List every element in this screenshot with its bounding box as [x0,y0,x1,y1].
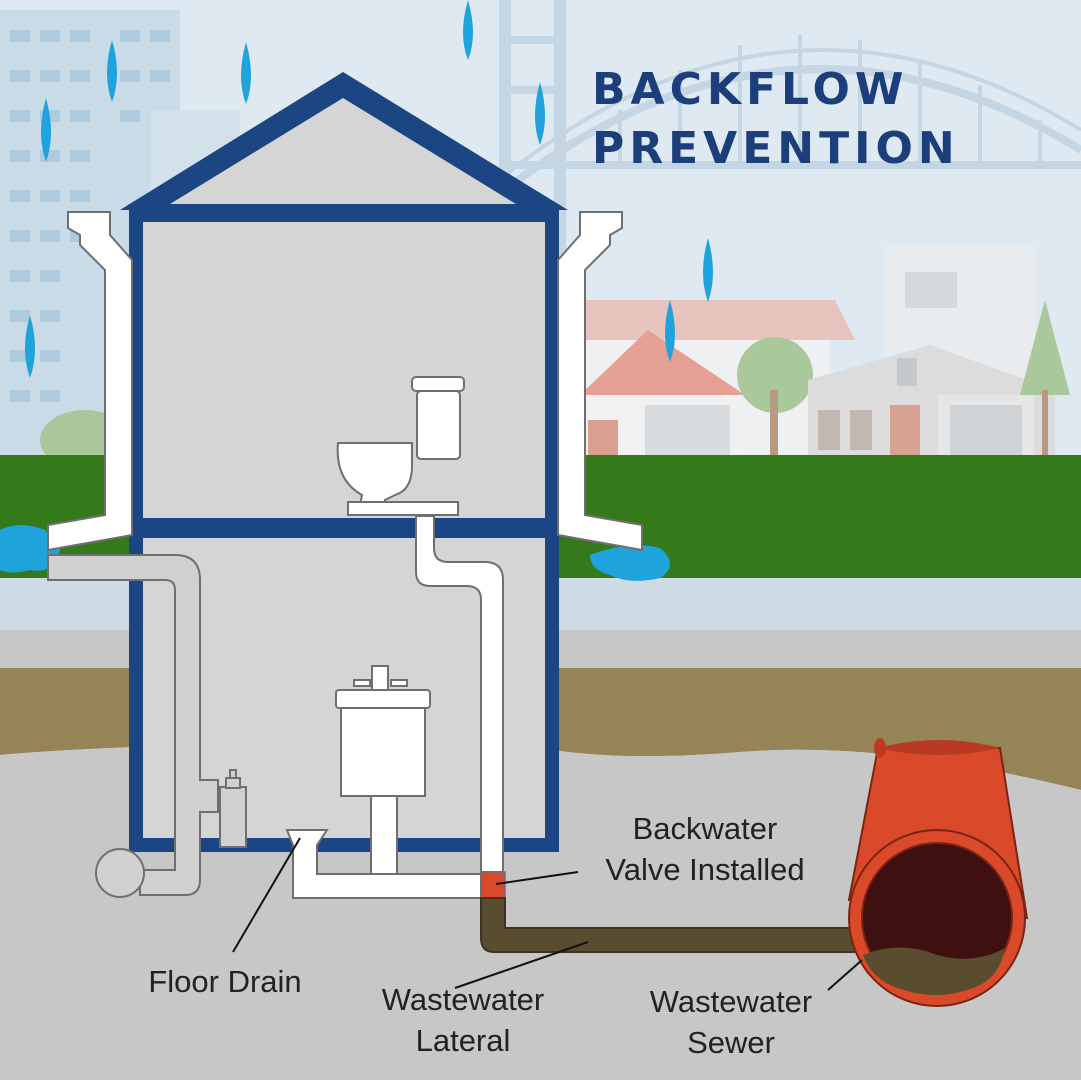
wastewater-lateral [480,897,861,953]
background-houses [580,245,1070,460]
downspout-right [557,211,643,552]
title-line-1: BACKFLOW [592,64,909,115]
bridge [499,0,1081,300]
label-wastewater-sewer-line2: Sewer [687,1025,775,1060]
downspout-left [47,211,133,552]
label-wastewater-sewer-line1: Wastewater [649,984,813,1019]
rain-drops [25,0,713,378]
sewer-pipe [847,738,1029,1007]
storm-pipe [47,554,219,898]
sink [335,665,431,797]
label-wastewater-lateral-line2: Lateral [415,1023,511,1058]
label-floor-drain: Floor Drain [120,961,330,1002]
label-wastewater-lateral: Wastewater Lateral [348,979,578,1061]
water-puddle-right [590,545,670,581]
title-line-2: PREVENTION [592,123,960,174]
backwater-valve [480,871,506,899]
label-wastewater-lateral-line1: Wastewater [381,982,545,1017]
water-puddle-left [0,525,60,573]
label-floor-drain-text: Floor Drain [148,964,302,999]
label-backwater-valve-line1: Backwater [632,811,778,846]
label-wastewater-sewer: Wastewater Sewer [616,981,846,1063]
sump-pump [219,769,247,848]
toilet [336,376,465,516]
label-backwater-valve: Backwater Valve Installed [580,808,830,890]
leader-lines [232,837,863,991]
label-backwater-valve-line2: Valve Installed [605,852,805,887]
